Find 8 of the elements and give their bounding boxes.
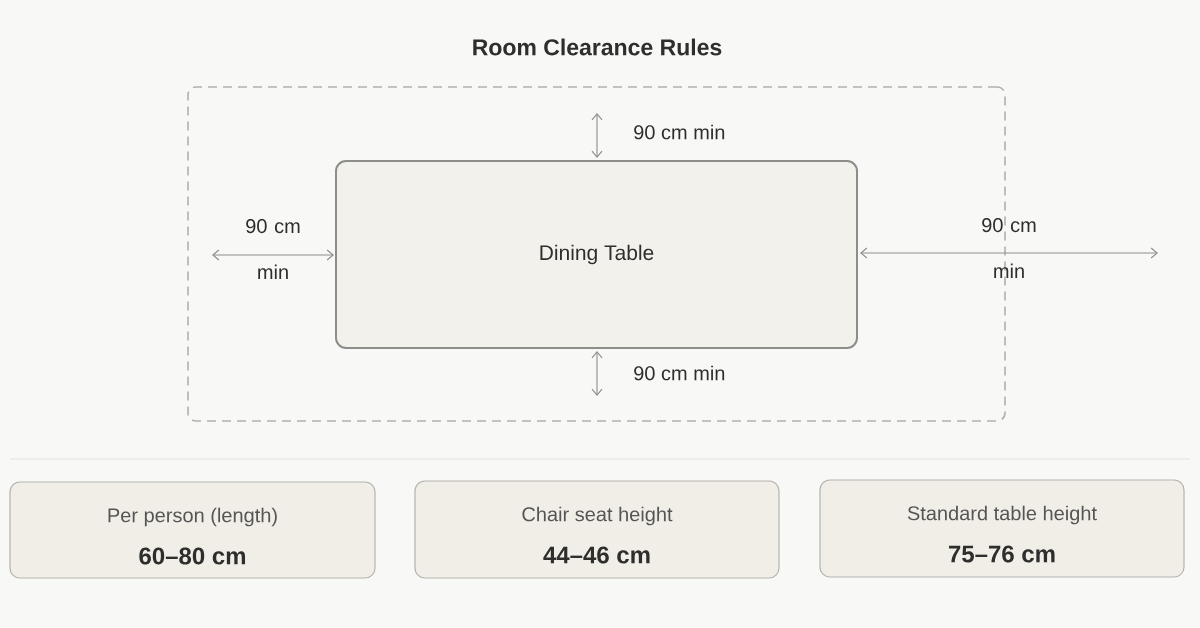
dimension-label: 90 cm min bbox=[982, 218, 1036, 278]
dimension-label: 90 cm min bbox=[634, 124, 725, 140]
title: Room Clearance Rules bbox=[473, 38, 722, 56]
dimension-label: 90 cm min bbox=[246, 219, 300, 279]
stat-card: Chair seat height 44–46 cm bbox=[414, 480, 780, 579]
table-box: Dining Table bbox=[335, 160, 858, 349]
stat-card: Per person (length) 60–80 cm bbox=[9, 481, 376, 579]
stat-card: Standard table height 75–76 cm bbox=[819, 479, 1185, 578]
